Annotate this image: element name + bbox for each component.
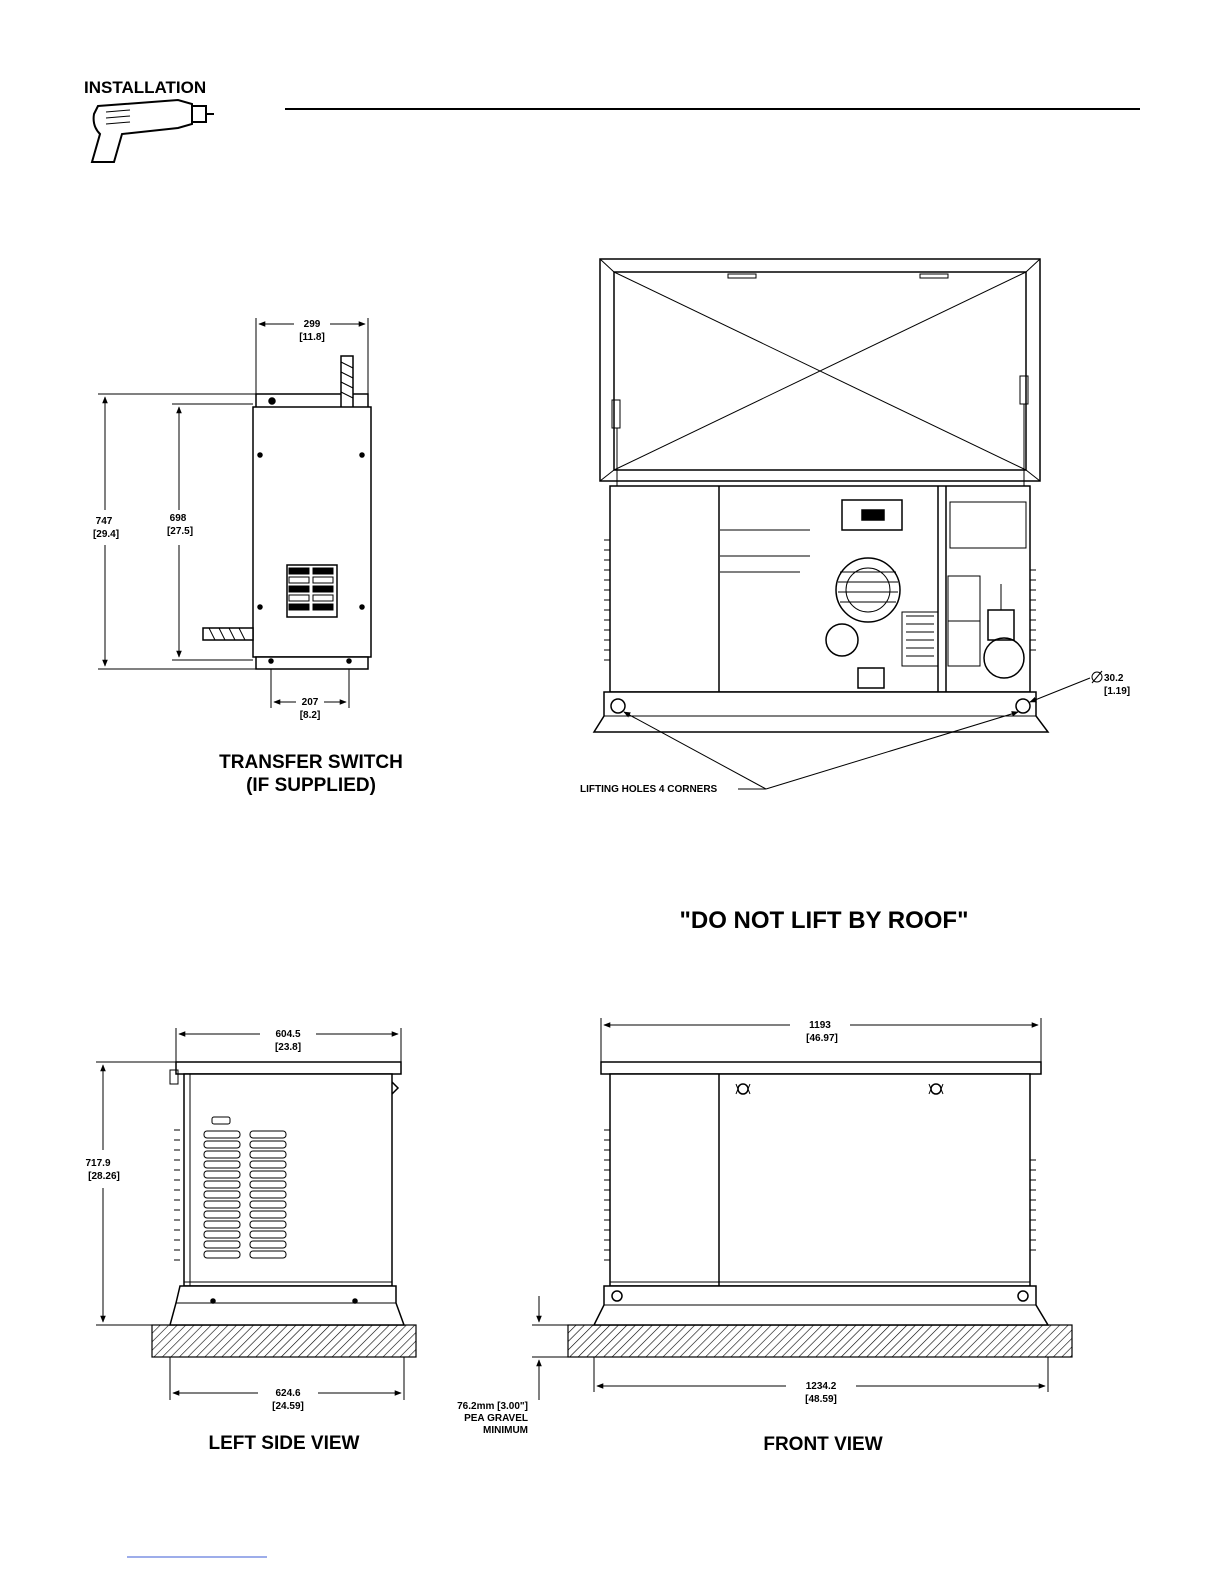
ts-width-in-label: [11.8] xyxy=(299,332,325,343)
generator-open-view xyxy=(594,259,1102,789)
section-title: INSTALLATION xyxy=(84,78,206,97)
gravel-minimum-label: MINIMUM xyxy=(483,1425,528,1436)
front-view-drawing xyxy=(532,1018,1072,1400)
do-not-lift-warning: "DO NOT LIFT BY ROOF" xyxy=(680,907,969,934)
ts-height-body-label: 698 xyxy=(170,513,187,524)
fv-top-width-label: 1193 xyxy=(809,1020,831,1031)
ls-height-label: 717.9 xyxy=(85,1158,110,1169)
ts-height-body-in-label: [27.5] xyxy=(167,526,193,537)
hole-dia-label: 30.2 xyxy=(1104,673,1124,684)
transfer-switch-drawing xyxy=(98,318,371,708)
gravel-type-label: PEA GRAVEL xyxy=(464,1413,528,1424)
fv-base-width-in-label: [48.59] xyxy=(805,1394,837,1405)
hole-dia-in-label: [1.19] xyxy=(1104,686,1130,697)
page-header: INSTALLATION xyxy=(84,78,1140,162)
ts-mount-in-label: [8.2] xyxy=(300,710,321,721)
ts-height-total-label: 747 xyxy=(96,516,113,527)
ts-width-label: 299 xyxy=(304,319,321,330)
ls-top-width-in-label: [23.8] xyxy=(275,1042,301,1053)
lifting-holes-label: LIFTING HOLES 4 CORNERS xyxy=(580,784,718,795)
left-side-view-caption: LEFT SIDE VIEW xyxy=(209,1433,360,1454)
ts-caption-line2: (IF SUPPLIED) xyxy=(246,775,376,796)
fv-top-width-in-label: [46.97] xyxy=(806,1033,838,1044)
ls-top-width-label: 604.5 xyxy=(275,1029,300,1040)
gravel-depth-label: 76.2mm [3.00"] xyxy=(457,1401,528,1412)
ts-mount-label: 207 xyxy=(302,697,319,708)
left-side-view-drawing xyxy=(96,1028,416,1400)
front-view-caption: FRONT VIEW xyxy=(763,1434,882,1455)
ls-height-in-label: [28.26] xyxy=(88,1171,120,1182)
drill-icon xyxy=(92,100,214,162)
ts-height-total-in-label: [29.4] xyxy=(93,529,119,540)
ls-base-width-in-label: [24.59] xyxy=(272,1401,304,1412)
fv-base-width-label: 1234.2 xyxy=(806,1381,837,1392)
ts-caption-line1: TRANSFER SWITCH xyxy=(219,752,403,773)
ls-base-width-label: 624.6 xyxy=(275,1388,300,1399)
